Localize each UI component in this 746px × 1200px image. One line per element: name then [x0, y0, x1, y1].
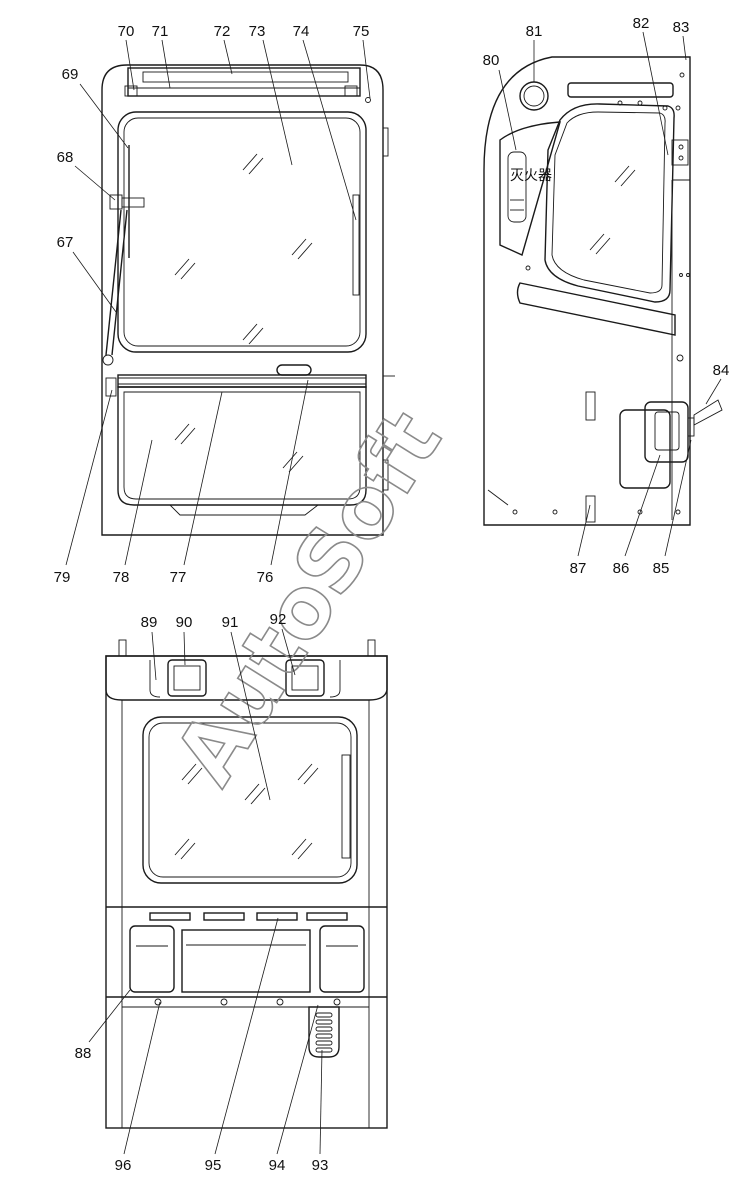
- leader-line-76: [270, 379, 309, 566]
- side-panel-view: 灭火器: [483, 56, 723, 526]
- front-door-view: [101, 64, 395, 536]
- leader-line-93: [319, 1049, 323, 1155]
- leader-line-80: [498, 69, 517, 151]
- leader-line-82: [642, 31, 669, 156]
- callout-85: 85: [653, 560, 670, 577]
- leader-line-88: [88, 989, 131, 1043]
- callout-70: 70: [118, 23, 135, 40]
- callout-93: 93: [312, 1157, 329, 1174]
- callout-86: 86: [613, 560, 630, 577]
- leader-line-69: [79, 83, 129, 149]
- leader-line-85: [664, 439, 692, 557]
- leader-line-74: [302, 39, 357, 221]
- callout-80: 80: [483, 52, 500, 69]
- leader-line-96: [123, 1001, 161, 1155]
- leader-line-84: [705, 378, 722, 405]
- callout-69: 69: [62, 66, 79, 83]
- leader-line-72: [223, 39, 233, 75]
- leader-line-79: [65, 389, 113, 566]
- callout-91: 91: [222, 614, 239, 631]
- callout-74: 74: [293, 23, 310, 40]
- callout-67: 67: [57, 234, 74, 251]
- callout-94: 94: [269, 1157, 286, 1174]
- leader-line-70: [125, 39, 135, 91]
- callout-77: 77: [170, 569, 187, 586]
- callout-68: 68: [57, 149, 74, 166]
- leader-line-89: [151, 631, 157, 681]
- leader-line-83: [682, 35, 687, 61]
- callout-82: 82: [633, 15, 650, 32]
- leader-line-91: [230, 631, 271, 801]
- leader-line-75: [362, 39, 371, 99]
- callout-92: 92: [270, 611, 287, 628]
- callout-96: 96: [115, 1157, 132, 1174]
- callout-84: 84: [713, 362, 730, 379]
- callout-labels: 67 68 69 70 71 72 73 74 75 76 77 78 79 80 81 82 83 84 85 86…: [54, 15, 730, 1174]
- callout-87: 87: [570, 560, 587, 577]
- leader-line-90: [183, 631, 186, 666]
- leader-line-78: [124, 439, 153, 566]
- callout-73: 73: [249, 23, 266, 40]
- leader-line-73: [262, 39, 293, 166]
- leader-line-95: [214, 917, 279, 1155]
- leader-line-87: [577, 504, 591, 557]
- extinguisher-label: 灭火器: [510, 168, 552, 184]
- rear-panel-view: [105, 639, 388, 1129]
- callout-75: 75: [353, 23, 370, 40]
- callout-81: 81: [526, 23, 543, 40]
- callout-76: 76: [257, 569, 274, 586]
- callout-90: 90: [176, 614, 193, 631]
- callout-95: 95: [205, 1157, 222, 1174]
- leader-line-94: [276, 1004, 319, 1155]
- callout-71: 71: [152, 23, 169, 40]
- leader-line-68: [74, 165, 116, 201]
- leader-line-71: [161, 39, 171, 89]
- leader-line-67: [72, 251, 117, 313]
- callout-78: 78: [113, 569, 130, 586]
- callout-72: 72: [214, 23, 231, 40]
- callout-83: 83: [673, 19, 690, 36]
- callout-88: 88: [75, 1045, 92, 1062]
- watermark: AutoSoft: [156, 395, 460, 801]
- leader-line-86: [624, 454, 661, 557]
- leader-line-92: [281, 628, 296, 676]
- callout-89: 89: [141, 614, 158, 631]
- leader-line-77: [183, 391, 223, 566]
- callout-79: 79: [54, 569, 71, 586]
